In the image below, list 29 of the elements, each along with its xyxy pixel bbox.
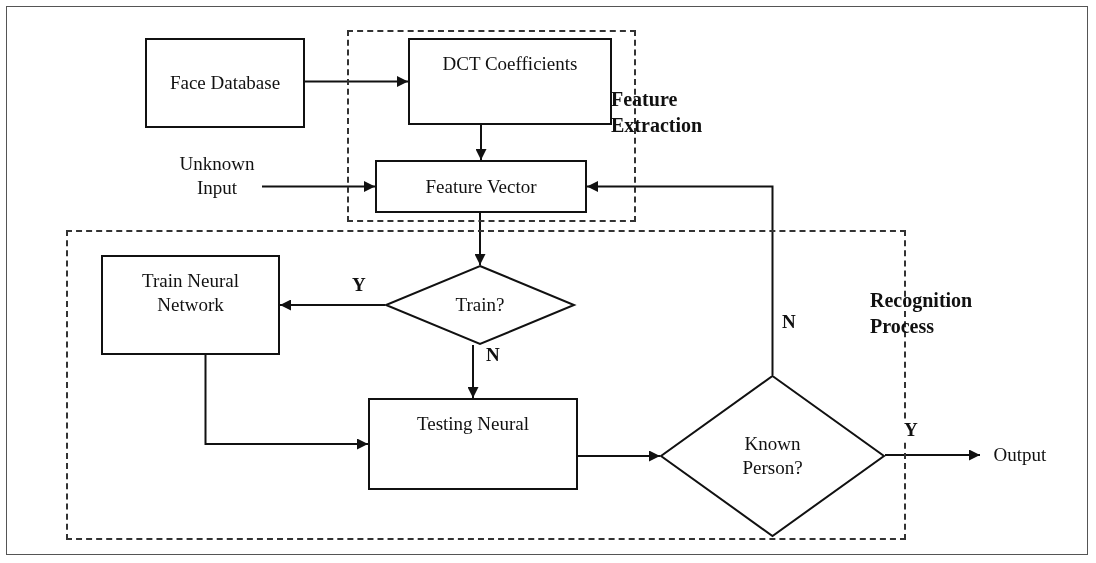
node-text: Output [993, 443, 1047, 467]
arrow [475, 124, 487, 161]
process-box [375, 160, 587, 213]
arrow [586, 181, 774, 376]
node-text: Train? [455, 294, 505, 316]
arrow [261, 181, 376, 192]
node-text: Unknown Input [178, 152, 256, 200]
process-box [145, 38, 305, 128]
node-text: Testing Neural [416, 412, 530, 436]
node-text: Face Database [169, 71, 281, 95]
node-text: Known Person? [742, 433, 803, 478]
decision-diamond [660, 375, 885, 537]
node-text: Train Neural Network [141, 269, 240, 317]
decision-diamond [385, 265, 575, 345]
arrow [467, 344, 479, 399]
group-label: Recognition Process [870, 288, 974, 339]
arrow [279, 299, 386, 311]
process-box [101, 255, 280, 355]
edge-label: Y [902, 420, 920, 441]
node-text: DCT Coefficients [442, 52, 578, 76]
arrow [884, 449, 981, 461]
arrow [474, 212, 486, 266]
node-text: Feature Vector [425, 174, 537, 199]
group-label: Feature Extraction [611, 87, 704, 138]
process-box [408, 38, 612, 125]
arrow [204, 354, 369, 450]
arrow [577, 450, 661, 462]
arrow [304, 76, 409, 87]
process-box [368, 398, 578, 490]
